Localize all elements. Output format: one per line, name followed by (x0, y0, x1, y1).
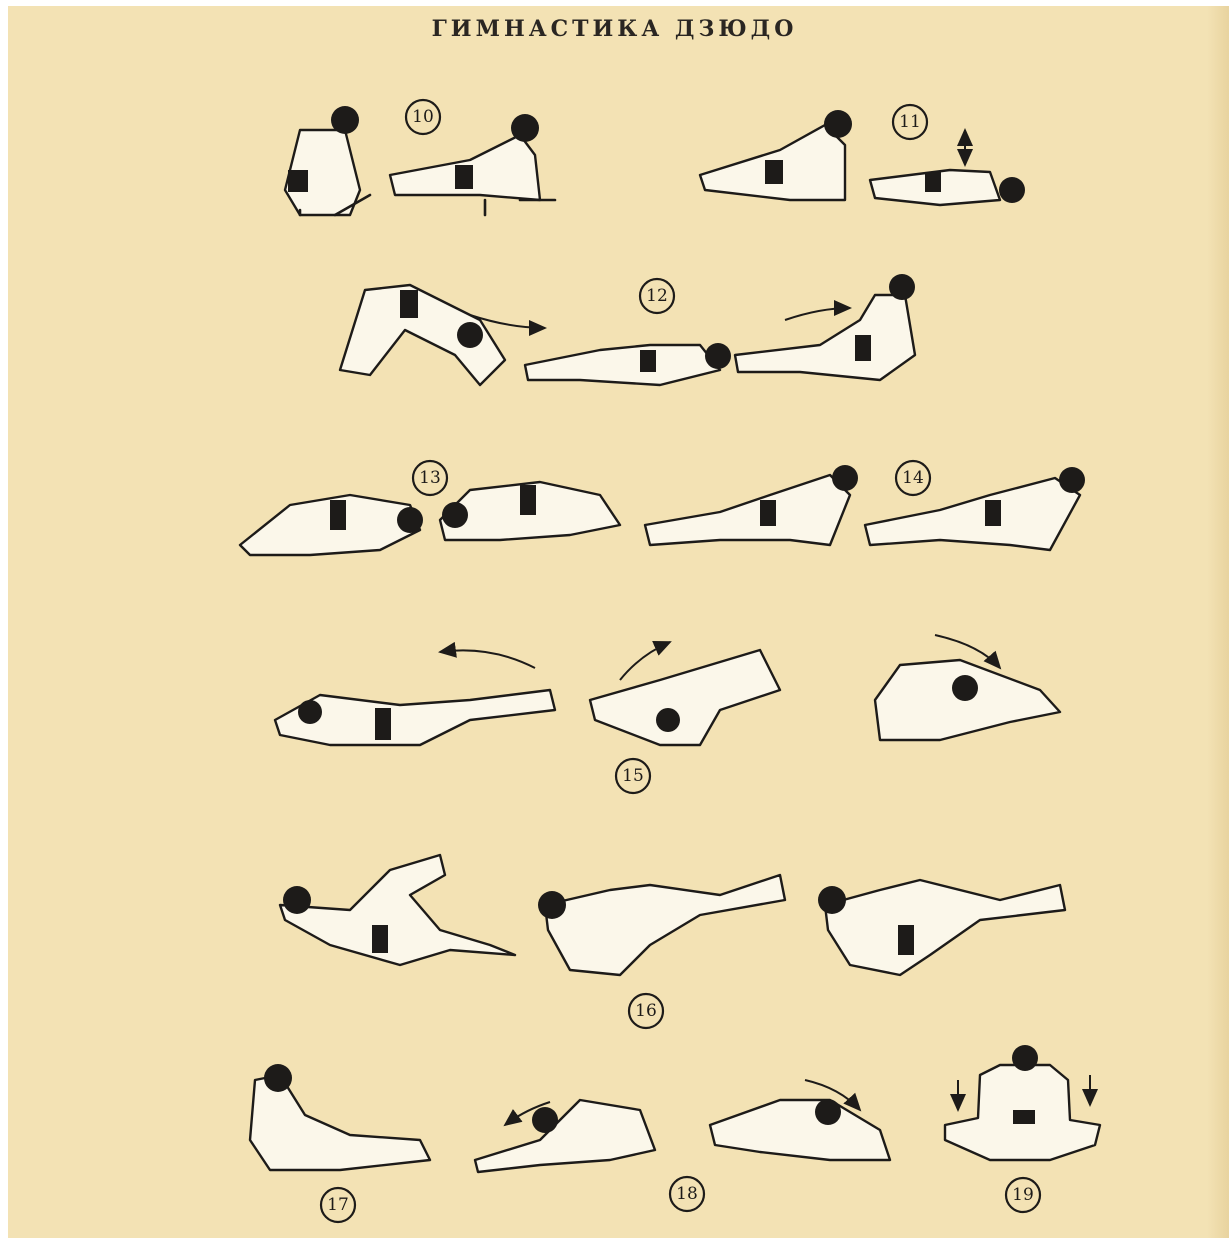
exercise-number-label: 19 (1012, 1185, 1034, 1205)
figure-plough (590, 650, 780, 745)
figure-pike (340, 285, 505, 385)
exercise-16-illustration (280, 855, 1065, 975)
exercise-11-illustration (700, 110, 1025, 205)
exercise-number-label: 18 (676, 1184, 698, 1204)
exercise-number-18: 18 (670, 1177, 704, 1211)
figure-plank-low (870, 170, 1025, 205)
figure-forward-fold (875, 660, 1060, 740)
arrow-icon (440, 650, 535, 668)
figure-roll-left (240, 495, 423, 555)
exercise-number-label: 15 (622, 766, 644, 786)
exercise-number-label: 11 (899, 112, 921, 132)
figure-plank-high (700, 110, 852, 200)
exercise-number-12: 12 (640, 279, 674, 313)
exercise-14-illustration (645, 465, 1085, 550)
figure-forward-reach (710, 1099, 890, 1160)
exercise-number-label: 16 (635, 1001, 657, 1021)
figure-crawl-1 (645, 465, 858, 545)
exercise-19-illustration (945, 1045, 1100, 1160)
exercise-number-label: 12 (646, 286, 668, 306)
figure-crawl-2 (865, 467, 1085, 550)
exercise-17-illustration (250, 1064, 430, 1170)
figure-plank (390, 114, 555, 215)
exercise-number-11: 11 (893, 105, 927, 139)
figure-seated-leg-pull (250, 1064, 430, 1170)
exercise-18-illustration (475, 1080, 890, 1172)
figure-crouch (285, 106, 370, 215)
exercise-number-16: 16 (629, 994, 663, 1028)
figure-lying-forward (525, 343, 731, 385)
arrow-icon (785, 308, 850, 320)
exercise-number-19: 19 (1006, 1178, 1040, 1212)
exercise-13-illustration (240, 482, 620, 555)
exercise-number-17: 17 (321, 1188, 355, 1222)
exercise-number-label: 13 (419, 468, 441, 488)
figure-roll-right (440, 482, 620, 540)
figure-supine (275, 690, 555, 745)
arrow-icon (620, 642, 670, 680)
exercise-number-14: 14 (896, 461, 930, 495)
figure-leg-raise-3 (818, 880, 1065, 975)
exercise-number-15: 15 (616, 759, 650, 793)
exercise-number-13: 13 (413, 461, 447, 495)
exercise-number-label: 10 (412, 107, 434, 127)
figure-upward-dog (735, 274, 915, 380)
exercise-12-illustration (340, 274, 915, 385)
exercise-number-label: 14 (902, 468, 924, 488)
figure-seated-twist (475, 1100, 655, 1172)
figure-leg-raise-2 (538, 875, 785, 975)
exercise-number-10: 10 (406, 100, 440, 134)
exercise-15-illustration (275, 635, 1060, 745)
figure-leg-raise-1 (280, 855, 515, 965)
exercise-number-label: 17 (327, 1195, 349, 1215)
figure-butterfly-sit (945, 1045, 1100, 1160)
